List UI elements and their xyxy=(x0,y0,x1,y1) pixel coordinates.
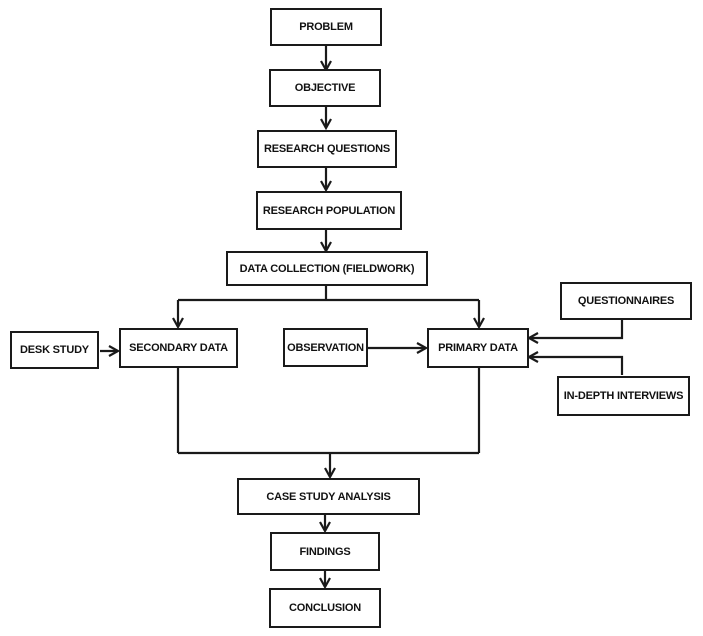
node-questionnaires: QUESTIONNAIRES xyxy=(560,282,692,320)
node-desk-study: DESK STUDY xyxy=(10,331,99,369)
node-objective: OBJECTIVE xyxy=(269,69,381,107)
edge-questionnaires-primary xyxy=(526,320,624,344)
node-research-population: RESEARCH POPULATION xyxy=(256,191,402,230)
node-findings: FINDINGS xyxy=(270,532,380,571)
edge-interviews-primary xyxy=(526,351,624,375)
node-research-questions: RESEARCH QUESTIONS xyxy=(257,130,397,168)
node-observation: OBSERVATION xyxy=(283,328,368,367)
node-data-collection: DATA COLLECTION (FIELDWORK) xyxy=(226,251,428,286)
node-in-depth-interviews: IN-DEPTH INTERVIEWS xyxy=(557,376,690,416)
node-problem: PROBLEM xyxy=(270,8,382,46)
node-case-study-analysis: CASE STUDY ANALYSIS xyxy=(237,478,420,515)
node-primary-data: PRIMARY DATA xyxy=(427,328,529,368)
node-secondary-data: SECONDARY DATA xyxy=(119,328,238,368)
node-conclusion: CONCLUSION xyxy=(269,588,381,628)
